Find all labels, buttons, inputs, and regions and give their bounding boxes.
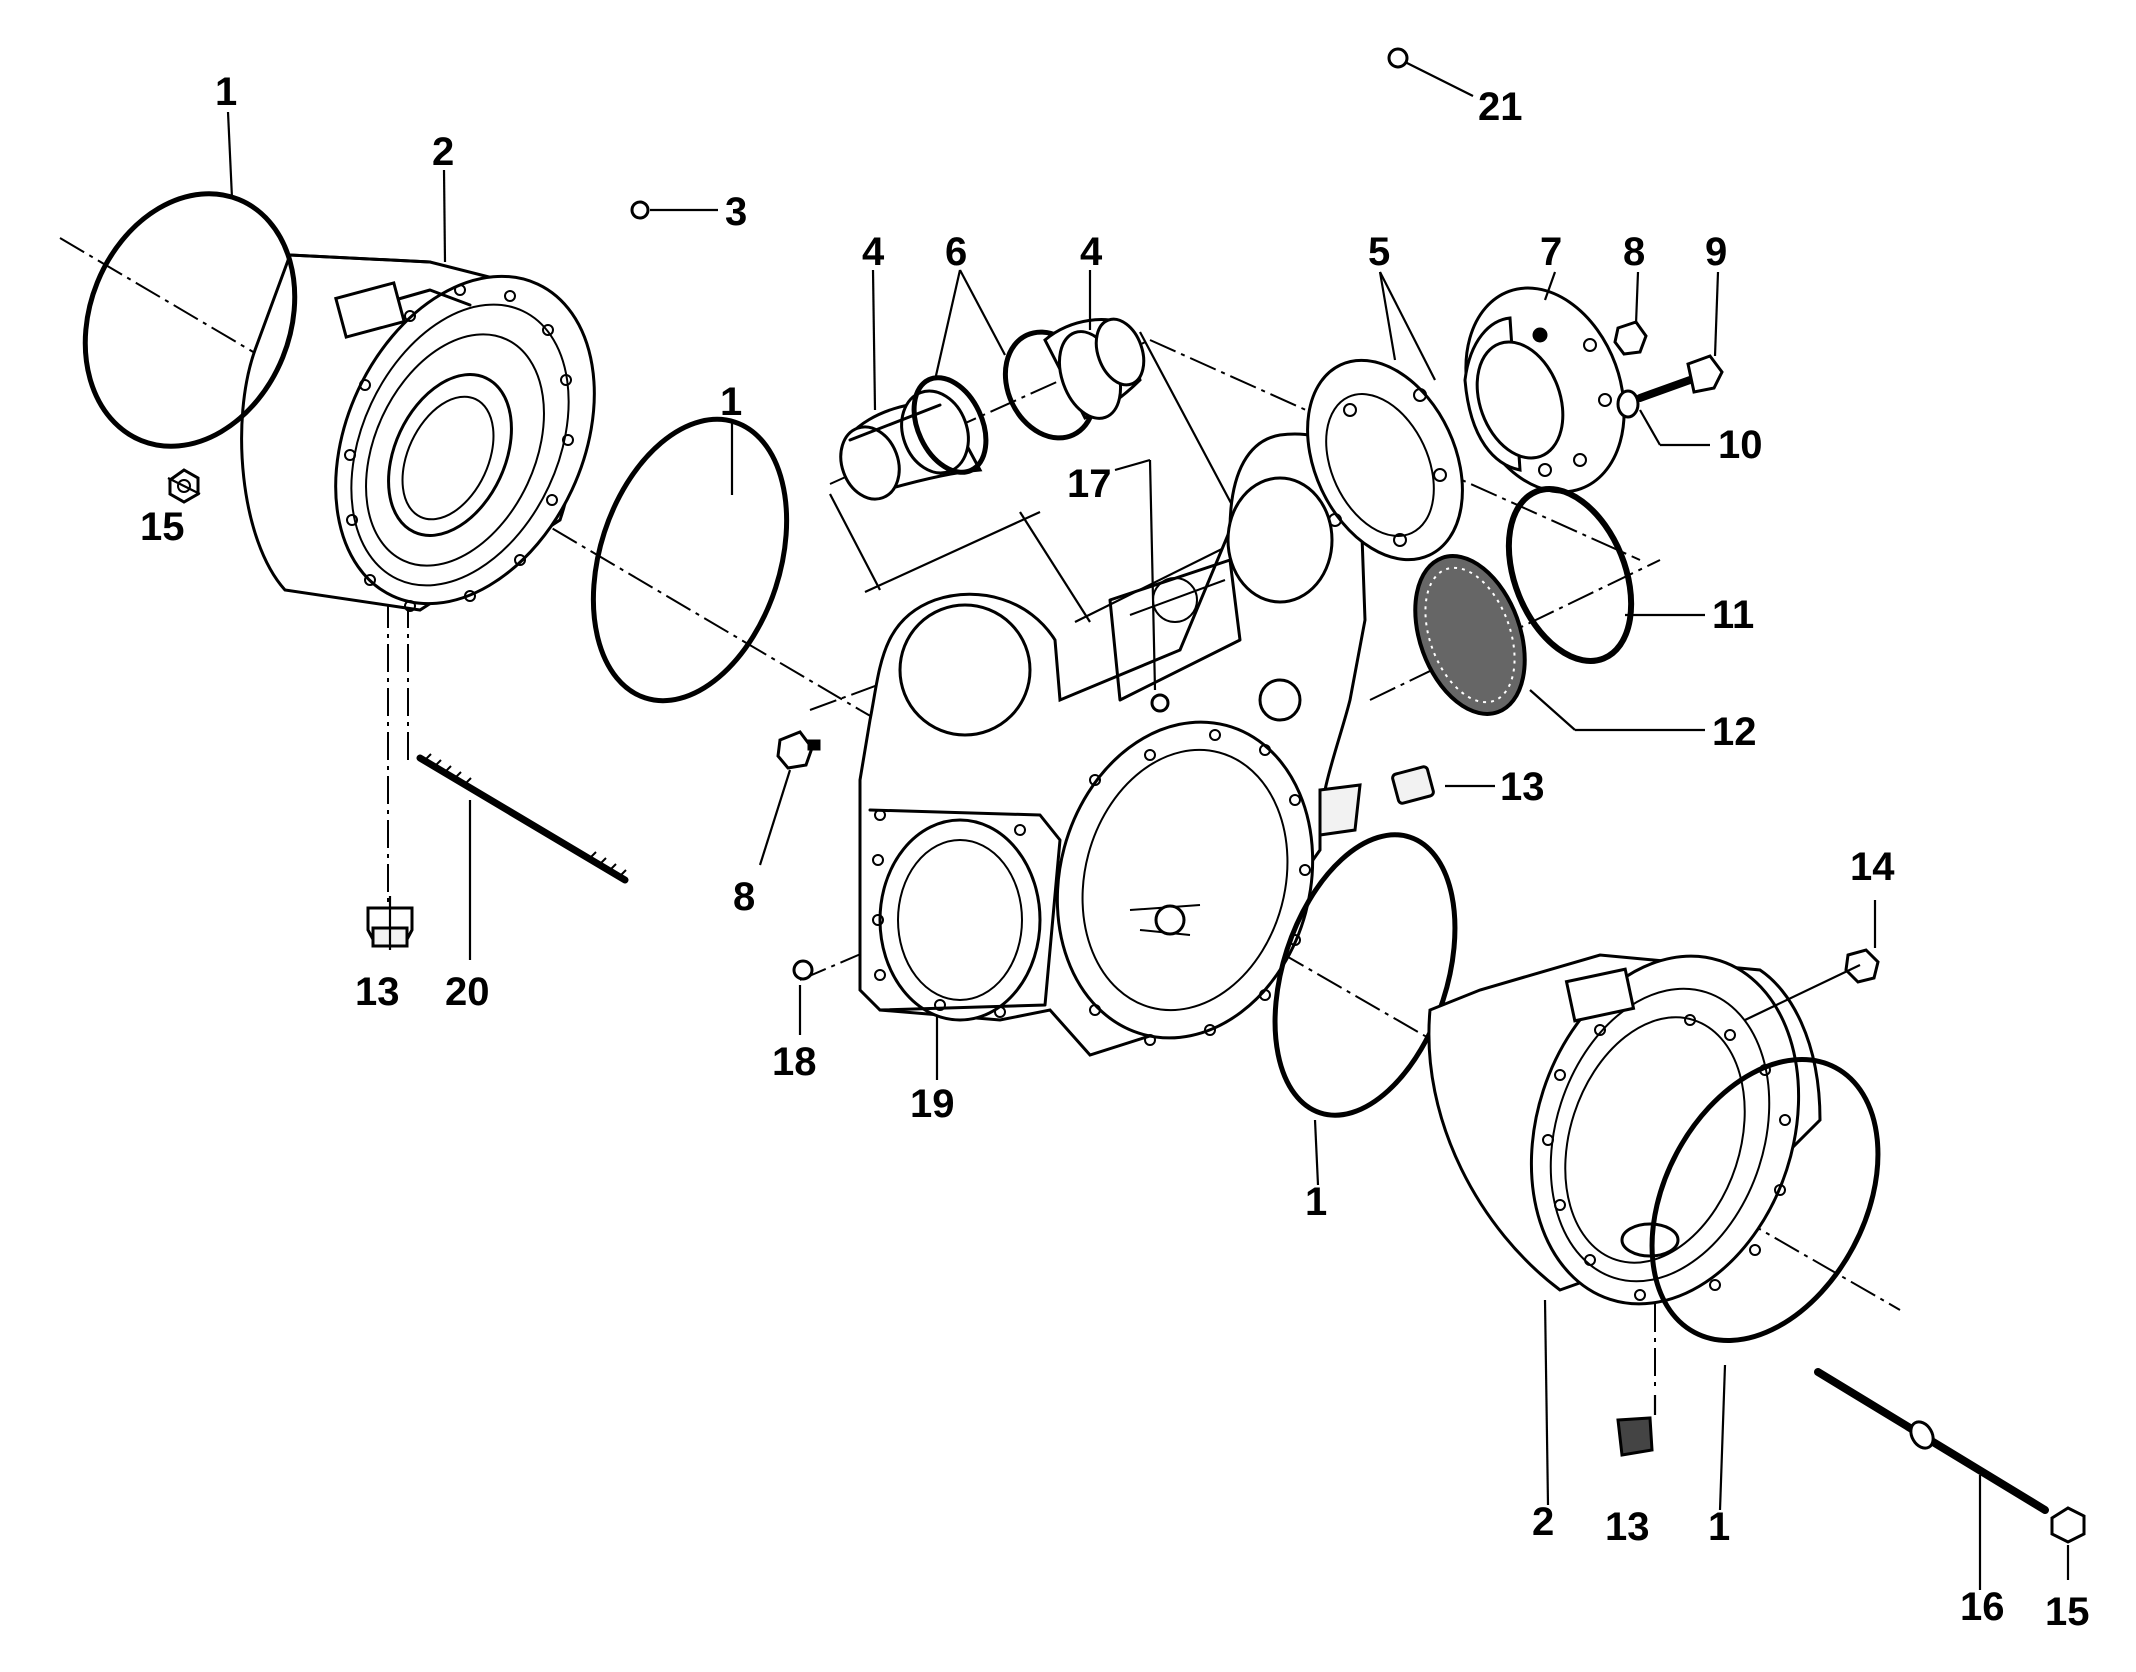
callout-12: 12 bbox=[1712, 710, 1757, 754]
leader-lines bbox=[167, 61, 2070, 1590]
callout-10: 10 bbox=[1718, 423, 1763, 467]
filter-disc-12 bbox=[1413, 554, 1527, 716]
callout-9: 9 bbox=[1705, 230, 1727, 274]
callout-14: 14 bbox=[1850, 845, 1895, 889]
callout-labels: 1 2 3 15 1 4 6 4 17 5 7 8 9 10 21 11 12 … bbox=[140, 70, 2090, 1634]
callout-5: 5 bbox=[1368, 230, 1390, 274]
callout-13-right: 13 bbox=[1605, 1505, 1650, 1549]
callout-4-left: 4 bbox=[862, 230, 885, 274]
plug-3-icon bbox=[630, 200, 650, 220]
callout-18: 18 bbox=[772, 1040, 817, 1084]
callout-2-right-hub: 2 bbox=[1532, 1500, 1554, 1544]
drain-plug-right bbox=[1616, 1416, 1654, 1457]
callout-3: 3 bbox=[725, 190, 747, 234]
callout-11: 11 bbox=[1712, 593, 1754, 637]
grease-nipple-right bbox=[1613, 320, 1648, 356]
nut-21-icon bbox=[1387, 47, 1409, 69]
callout-8-top: 8 bbox=[1623, 230, 1645, 274]
axle-housing bbox=[858, 432, 1367, 1057]
shim-plate-5 bbox=[1306, 358, 1464, 562]
plug-13-middle bbox=[1391, 765, 1435, 805]
o-ring-left-outer bbox=[82, 191, 298, 449]
nut-right-icon bbox=[2050, 1506, 2086, 1544]
callout-16: 16 bbox=[1960, 1585, 2005, 1629]
o-ring-right-inner bbox=[1272, 832, 1458, 1118]
stud-16 bbox=[1814, 1368, 2049, 1514]
housing-bolt-holes bbox=[872, 729, 1311, 1046]
hub-bolt-holes bbox=[344, 284, 574, 612]
callout-7: 7 bbox=[1540, 230, 1562, 274]
right-wheel-hub bbox=[1427, 953, 1822, 1306]
callout-15-right: 15 bbox=[2045, 1590, 2090, 1634]
o-ring-right-outer bbox=[1649, 1056, 1881, 1344]
callout-19: 19 bbox=[910, 1082, 955, 1126]
callout-2-left-hub: 2 bbox=[432, 130, 454, 174]
callout-13-middle: 13 bbox=[1500, 765, 1545, 809]
grease-nipple-left bbox=[776, 730, 821, 770]
plug-14-icon bbox=[1844, 948, 1880, 984]
callout-1-middle-left: 1 bbox=[720, 380, 742, 424]
callout-1-top-left: 1 bbox=[215, 70, 237, 114]
callout-4-right: 4 bbox=[1080, 230, 1103, 274]
callout-1-bottom-right: 1 bbox=[1708, 1505, 1730, 1549]
bearing-bush-right bbox=[1043, 317, 1146, 420]
bolt-9 bbox=[1636, 354, 1724, 402]
breather-18-icon bbox=[792, 959, 814, 981]
callout-13-left: 13 bbox=[355, 970, 400, 1014]
callout-1-middle-right: 1 bbox=[1305, 1180, 1327, 1224]
o-ring-left-inner bbox=[590, 416, 790, 704]
callout-6: 6 bbox=[945, 230, 967, 274]
bearing-bush-left bbox=[839, 389, 983, 501]
stud-20 bbox=[416, 753, 629, 884]
callout-15-left: 15 bbox=[140, 505, 185, 549]
callout-20: 20 bbox=[445, 970, 490, 1014]
callout-17: 17 bbox=[1067, 462, 1112, 506]
dimension-guides bbox=[829, 331, 1241, 623]
left-wheel-hub bbox=[240, 253, 596, 612]
seal-ring-left bbox=[911, 375, 989, 475]
bearing-cap-7 bbox=[1463, 286, 1626, 494]
washer-10-icon bbox=[1616, 389, 1640, 419]
callout-8-left: 8 bbox=[733, 875, 755, 919]
snap-ring-11 bbox=[1505, 486, 1635, 664]
callout-21: 21 bbox=[1478, 85, 1523, 129]
